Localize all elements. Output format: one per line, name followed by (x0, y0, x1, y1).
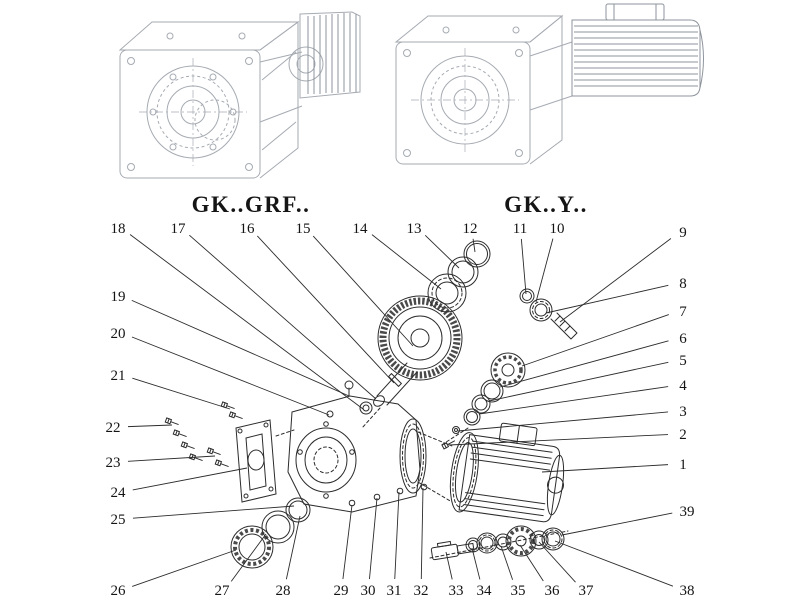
leader-line-9 (559, 238, 672, 323)
exploded-view-drawing (164, 240, 578, 569)
leader-line-26 (132, 549, 237, 587)
callout-3: 3 (679, 404, 687, 420)
leader-line-22 (127, 424, 173, 428)
leader-line-3 (457, 411, 669, 432)
leader-line-12 (472, 238, 476, 253)
leader-line-15 (312, 235, 414, 347)
leader-line-20 (131, 336, 330, 416)
side-cover-plate (235, 419, 295, 503)
leader-line-39 (561, 512, 673, 536)
output-bearing-set (230, 497, 311, 569)
motor (449, 422, 565, 523)
leader-line-31 (394, 491, 400, 580)
callout-4: 4 (679, 378, 687, 394)
leader-line-10 (535, 238, 554, 303)
leader-line-33 (445, 551, 453, 580)
callout-38: 38 (680, 583, 695, 599)
callout-7: 7 (679, 304, 687, 320)
callout-22: 22 (106, 420, 121, 436)
callout-32: 32 (414, 583, 429, 599)
callout-20: 20 (111, 326, 126, 342)
series-title-grf: GK..GRF.. (192, 192, 311, 217)
leader-line-24 (132, 467, 248, 491)
leader-line-29 (342, 504, 353, 580)
leader-line-8 (545, 284, 669, 314)
callout-17: 17 (171, 221, 187, 237)
series-title-y: GK..Y.. (504, 192, 588, 217)
leader-line-36 (519, 544, 544, 582)
callout-34: 34 (477, 583, 493, 599)
callout-39: 39 (680, 504, 695, 520)
callout-36: 36 (545, 583, 561, 599)
leader-line-1 (541, 464, 669, 473)
callout-21: 21 (111, 368, 126, 384)
callout-9: 9 (679, 225, 687, 241)
leader-line-16 (256, 235, 395, 384)
callout-15: 15 (296, 221, 311, 237)
gear-housing (287, 380, 453, 513)
big-gear-and-shaft (359, 295, 463, 429)
callout-5: 5 (679, 353, 687, 369)
callout-33: 33 (449, 583, 464, 599)
leader-line-34 (471, 547, 481, 580)
callout-10: 10 (550, 221, 565, 237)
callout-16: 16 (240, 221, 256, 237)
callout-24: 24 (111, 485, 127, 501)
callout-35: 35 (511, 583, 526, 599)
callout-27: 27 (215, 583, 231, 599)
callout-23: 23 (106, 455, 121, 471)
gearbox-y-drawing (394, 3, 704, 165)
leader-line-38 (554, 540, 674, 587)
callout-30: 30 (361, 583, 376, 599)
leader-line-28 (285, 515, 301, 580)
leader-line-11 (520, 238, 527, 295)
callout-11: 11 (513, 221, 527, 237)
callout-31: 31 (387, 583, 402, 599)
callout-6: 6 (679, 331, 687, 347)
gearbox-grf-drawing (118, 11, 361, 179)
callout-14: 14 (353, 221, 369, 237)
callout-2: 2 (679, 427, 687, 443)
callout-8: 8 (679, 276, 687, 292)
leader-line-30 (369, 497, 378, 580)
callout-19: 19 (111, 289, 126, 305)
callout-29: 29 (334, 583, 349, 599)
leader-line-19 (131, 299, 350, 397)
leader-line-17 (189, 234, 377, 400)
leader-line-6 (499, 340, 669, 388)
leader-line-27 (230, 533, 267, 582)
leader-line-14 (371, 234, 442, 290)
callout-1: 1 (679, 457, 687, 473)
leader-line-37 (538, 541, 576, 583)
callout-26: 26 (111, 583, 127, 599)
leader-line-5 (488, 361, 669, 402)
leader-line-18 (129, 234, 364, 410)
bevel-pinion-group (519, 288, 578, 340)
leader-line-35 (500, 545, 514, 580)
callout-12: 12 (463, 221, 478, 237)
callout-25: 25 (111, 512, 126, 528)
callout-18: 18 (111, 221, 126, 237)
leader-line-2 (448, 434, 669, 446)
leader-line-23 (127, 455, 216, 462)
flange-fasteners (348, 426, 460, 507)
output-shaft-group (429, 525, 569, 561)
callout-13: 13 (407, 221, 422, 237)
callout-37: 37 (579, 583, 595, 599)
leader-line-13 (424, 234, 460, 269)
leader-line-4 (478, 386, 669, 415)
input-bearing-set (427, 240, 491, 313)
leader-line-25 (132, 505, 295, 519)
leader-line-32 (420, 487, 424, 580)
leader-line-7 (521, 314, 669, 367)
callout-28: 28 (276, 583, 291, 599)
leader-line-21 (132, 377, 231, 410)
